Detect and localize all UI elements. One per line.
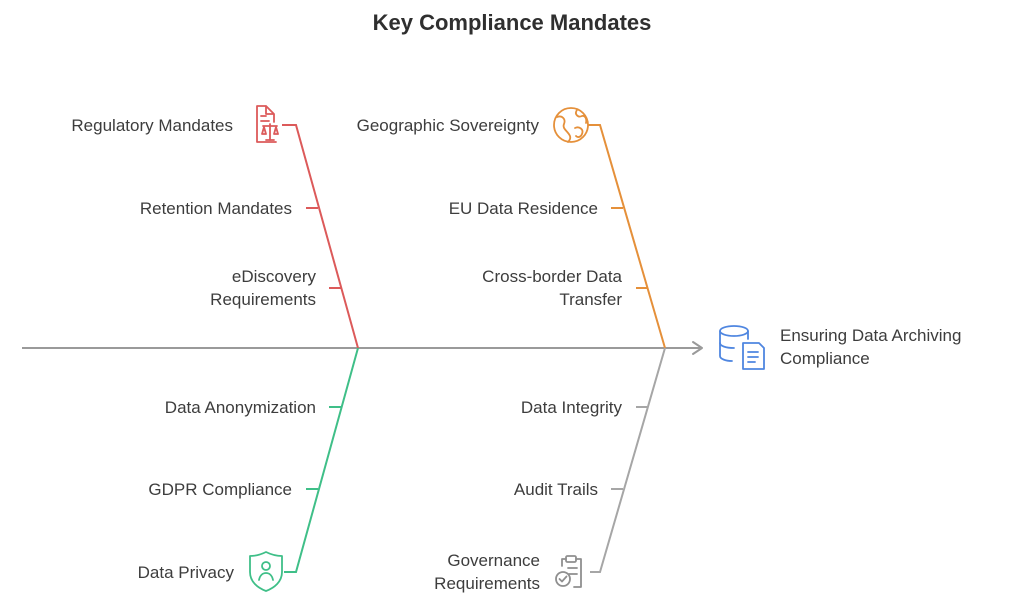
globe-icon	[553, 107, 589, 143]
category-label-regulatory: Regulatory Mandates	[71, 116, 233, 135]
bone-governance	[590, 347, 666, 573]
document-scales-icon	[256, 105, 279, 143]
category-label-governance-line2: Requirements	[434, 574, 540, 593]
clipboard-check-icon	[555, 555, 582, 588]
effect-label-line2: Compliance	[780, 349, 870, 368]
page-title: Key Compliance Mandates	[372, 10, 652, 35]
cause-retention-mandates: Retention Mandates	[139, 199, 292, 218]
cause-eu-data-residence: EU Data Residence	[448, 199, 598, 218]
category-label-governance-line1: Governance	[447, 551, 540, 570]
cause-data-anonymization: Data Anonymization	[164, 398, 316, 417]
bone-regulatory	[282, 124, 359, 349]
category-label-governance: Governance Requirements	[434, 549, 540, 595]
bone-privacy	[284, 347, 359, 573]
database-document-icon	[719, 325, 765, 370]
cause-crossborder-transfer: Cross-border Data Transfer	[482, 265, 622, 311]
effect-label-line1: Ensuring Data Archiving	[780, 326, 962, 345]
bone-geographic	[588, 124, 666, 349]
category-label-privacy: Data Privacy	[137, 563, 234, 582]
effect-label: Ensuring Data Archiving Compliance	[780, 324, 961, 370]
cause-crossborder-line1: Cross-border Data	[482, 267, 622, 286]
shield-user-icon	[249, 551, 283, 592]
cause-gdpr-compliance: GDPR Compliance	[148, 480, 292, 499]
cause-crossborder-line2: Transfer	[559, 290, 622, 309]
cause-ediscovery-line1: eDiscovery	[231, 267, 316, 286]
category-label-geographic: Geographic Sovereignty	[356, 116, 539, 135]
cause-audit-trails: Audit Trails	[513, 480, 598, 499]
cause-ediscovery-line2: Requirements	[210, 290, 316, 309]
cause-ediscovery: eDiscovery Requirements	[210, 265, 316, 311]
spine-arrowhead	[692, 341, 703, 355]
cause-data-integrity: Data Integrity	[520, 398, 622, 417]
